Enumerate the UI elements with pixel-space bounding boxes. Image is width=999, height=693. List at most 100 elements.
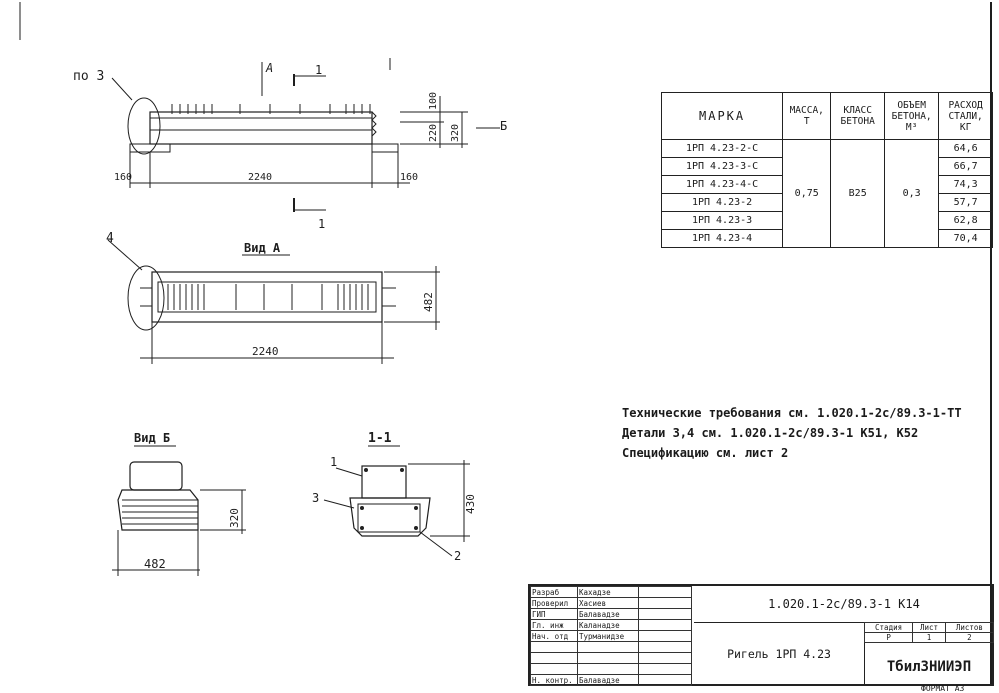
signature-mark xyxy=(638,630,692,642)
table-row: 1РП 4.23-4 70,4 xyxy=(660,229,993,248)
pos-2: 2 xyxy=(454,549,461,563)
mark-a: А xyxy=(265,61,273,75)
row-steel: 70,4 xyxy=(938,229,993,248)
sheets-header: Листов xyxy=(944,622,995,633)
row-mark: 1РП 4.23-2-С xyxy=(660,139,784,158)
signature-role xyxy=(530,652,578,664)
header-volume: ОБЪЕМ БЕТОНА, М³ xyxy=(884,92,940,140)
signature-role: Гл. инж xyxy=(530,619,578,631)
signature-mark xyxy=(638,641,692,653)
drawing-title: Ригель 1РП 4.23 xyxy=(694,622,865,686)
stage-value-row: Р 1 2 xyxy=(863,632,995,643)
row-mark: 1РП 4.23-2 xyxy=(660,193,784,212)
sheet-header: Лист xyxy=(912,622,946,633)
dim-320-b: 320 xyxy=(228,508,241,528)
shared-mass: 0,75 xyxy=(782,139,832,248)
header-mark: МАРКА xyxy=(660,92,784,140)
beam-elevation xyxy=(111,58,500,212)
sheets-value: 2 xyxy=(944,632,995,643)
table-row: 1РП 4.23-2-С 0,75 В25 0,3 64,6 xyxy=(660,139,993,248)
signature-role: Разраб xyxy=(530,586,578,598)
signature-role: Проверил xyxy=(530,597,578,609)
header-concrete-class: КЛАСС БЕТОНА xyxy=(830,92,886,140)
signature-mark xyxy=(638,608,692,620)
signature-mark xyxy=(638,586,692,598)
pos-3: 3 xyxy=(312,491,319,505)
shared-concrete-class: В25 xyxy=(830,139,886,248)
signature-name: Кахадзе xyxy=(577,586,639,598)
view-b xyxy=(112,445,246,576)
arrow-b-label: Б xyxy=(500,119,507,133)
section-mark-1-bottom: 1 xyxy=(318,217,325,231)
row-steel: 64,6 xyxy=(938,139,993,158)
dim-220: 220 xyxy=(428,124,439,142)
spec-table: МАРКА МАССА, Т КЛАСС БЕТОНА ОБЪЕМ БЕТОНА… xyxy=(660,92,993,248)
row-mark: 1РП 4.23-4-С xyxy=(660,175,784,194)
signature-mark xyxy=(638,619,692,631)
signature-role xyxy=(530,663,578,675)
dim-430: 430 xyxy=(464,494,477,514)
sheet-format: ФОРМАТ А3 xyxy=(921,684,965,693)
organization-name: ТбилЗНИИЭП xyxy=(886,659,972,675)
stage-sheet-block: Стадия Лист Листов Р 1 2 xyxy=(863,622,995,686)
header-mass: МАССА, Т xyxy=(782,92,832,140)
dim-2240-bottom: 2240 xyxy=(252,345,279,358)
row-mark: 1РП 4.23-3-С xyxy=(660,157,784,176)
dim-160-left: 160 xyxy=(114,172,132,183)
signature-name xyxy=(577,663,639,675)
signature-name: Каланадзе xyxy=(577,619,639,631)
dim-100: 100 xyxy=(428,92,439,110)
signature-name: Балавадзе xyxy=(577,674,639,686)
dim-482-side: 482 xyxy=(422,292,435,312)
row-steel: 62,8 xyxy=(938,211,993,230)
signature-name xyxy=(577,652,639,664)
stage-header-row: Стадия Лист Листов xyxy=(863,622,995,633)
row-steel: 57,7 xyxy=(938,193,993,212)
dim-320: 320 xyxy=(450,124,461,142)
dim-160-right: 160 xyxy=(400,172,418,183)
view-a-plan xyxy=(107,239,440,364)
view-b-title: Вид Б xyxy=(134,431,170,445)
dim-482-b: 482 xyxy=(144,557,166,571)
document-code: 1.020.1-2с/89.3-1 К14 xyxy=(694,586,994,623)
stage-table: Стадия Лист Листов Р 1 2 xyxy=(863,622,995,643)
callout-po3: по 3 xyxy=(73,69,104,84)
signature-role: ГИП xyxy=(530,608,578,620)
signature-role xyxy=(530,641,578,653)
dim-2240-top: 2240 xyxy=(248,172,272,183)
signature-mark xyxy=(638,652,692,664)
stage-value: Р xyxy=(863,632,914,643)
signature-name: Хасиев xyxy=(577,597,639,609)
sheet-value: 1 xyxy=(912,632,946,643)
table-row: 1РП 4.23-3-С 66,7 xyxy=(660,157,993,176)
signature-row: Н. контр.Балавадзе xyxy=(530,674,692,686)
shared-volume: 0,3 xyxy=(884,139,940,248)
row-mark: 1РП 4.23-3 xyxy=(660,211,784,230)
signature-mark xyxy=(638,663,692,675)
tech-note-details: Детали 3,4 см. 1.020.1-2с/89.3-1 К51, К5… xyxy=(622,426,919,440)
pos-1: 1 xyxy=(330,455,337,469)
section-mark-1-top: 1 xyxy=(315,63,322,77)
signature-name xyxy=(577,641,639,653)
signature-row xyxy=(530,652,692,664)
signature-row xyxy=(530,663,692,675)
header-steel: РАСХОД СТАЛИ, КГ xyxy=(938,92,993,140)
row-steel: 66,7 xyxy=(938,157,993,176)
row-steel: 74,3 xyxy=(938,175,993,194)
signature-mark xyxy=(638,674,692,686)
section-1-1-title: 1-1 xyxy=(368,431,392,446)
technical-notes: Технические требования см. 1.020.1-2с/89… xyxy=(622,403,962,463)
tech-note-requirements: Технические требования см. 1.020.1-2с/89… xyxy=(622,406,962,420)
section-1-1 xyxy=(323,445,470,557)
signature-role: Н. контр. xyxy=(530,674,578,686)
signature-row xyxy=(530,641,692,653)
signature-role: Нач. отд xyxy=(530,630,578,642)
signature-mark xyxy=(638,597,692,609)
view-a-title: Вид А xyxy=(244,241,281,255)
signature-name: Балавадзе xyxy=(577,608,639,620)
